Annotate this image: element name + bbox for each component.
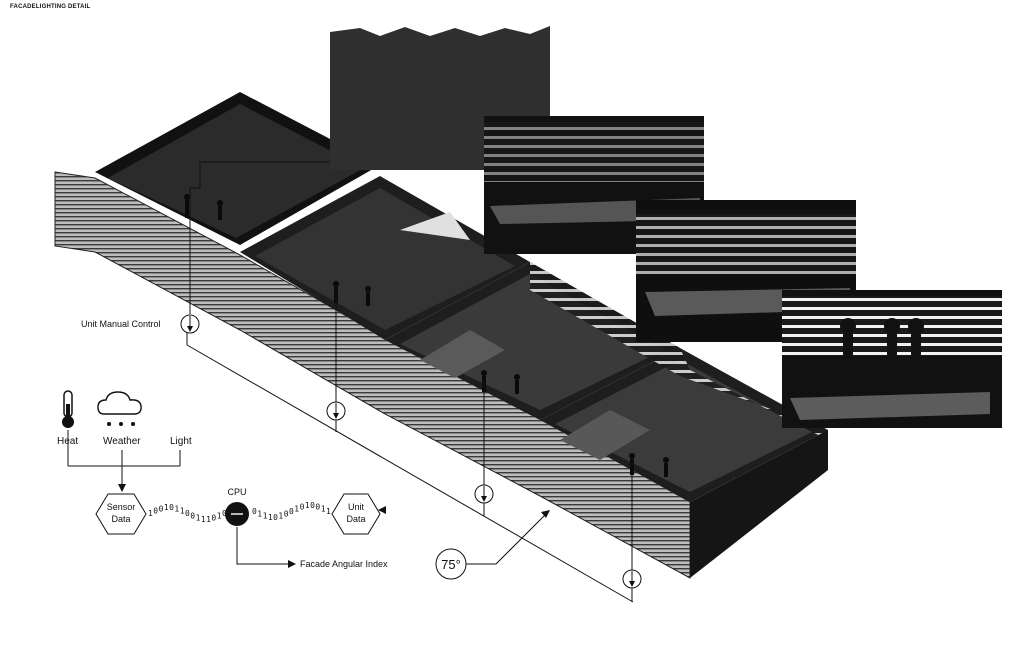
binary-digit: 0	[169, 503, 174, 512]
input-label-light: Light	[170, 436, 192, 447]
binary-digit: 1	[278, 512, 283, 521]
binary-digit: 0	[211, 514, 216, 523]
binary-stream-left: 100101100111010	[148, 503, 227, 524]
binary-digit: 0	[153, 506, 158, 515]
binary-digit: 1	[180, 506, 185, 515]
angular-index-label: Facade Angular Index	[300, 559, 388, 569]
binary-digit: 0	[185, 509, 190, 518]
binary-digit: 1	[217, 512, 222, 521]
binary-digit: 0	[310, 501, 315, 510]
sensor-node-line1: Sensor	[107, 502, 136, 512]
unit-control-node-4	[623, 570, 641, 588]
binary-digit: 0	[300, 502, 305, 511]
cloud-rain-icon	[98, 392, 141, 426]
binary-digit: 1	[206, 515, 211, 524]
input-label-weather: Weather	[103, 436, 141, 447]
cpu-label: CPU	[227, 487, 246, 497]
manual-control-label: Unit Manual Control	[81, 319, 161, 329]
unit-control-node-1	[181, 315, 199, 333]
thermometer-icon	[62, 391, 74, 428]
binary-digit: 1	[294, 504, 299, 513]
unit-node-line1: Unit	[348, 502, 365, 512]
angle-value: 75°	[441, 557, 461, 572]
arrow-head	[288, 560, 296, 568]
binary-digit: 0	[252, 507, 257, 516]
binary-stream-right: 011101001010011	[252, 501, 331, 522]
binary-digit: 1	[326, 507, 331, 516]
binary-digit: 1	[263, 512, 268, 521]
binary-digit: 1	[174, 504, 179, 513]
binary-digit: 0	[289, 507, 294, 516]
arrow-head	[118, 484, 126, 492]
arrow-head	[541, 510, 550, 518]
binary-digit: 0	[284, 510, 289, 519]
view-panel-4	[782, 290, 1002, 428]
unit-control-node-2	[327, 402, 345, 420]
binary-digit: 0	[315, 502, 320, 511]
unit-node-line2: Data	[346, 514, 365, 524]
binary-digit: 0	[190, 512, 195, 521]
sensor-node-line2: Data	[111, 514, 130, 524]
binary-digit: 1	[148, 509, 153, 518]
binary-digit: 0	[159, 504, 164, 513]
unit-control-node-3	[475, 485, 493, 503]
binary-digit: 1	[321, 504, 326, 513]
binary-digit: 0	[222, 509, 227, 518]
binary-digit: 1	[196, 514, 201, 523]
binary-digit: 1	[257, 510, 262, 519]
input-label-heat: Heat	[57, 436, 78, 447]
binary-digit: 0	[273, 513, 278, 522]
